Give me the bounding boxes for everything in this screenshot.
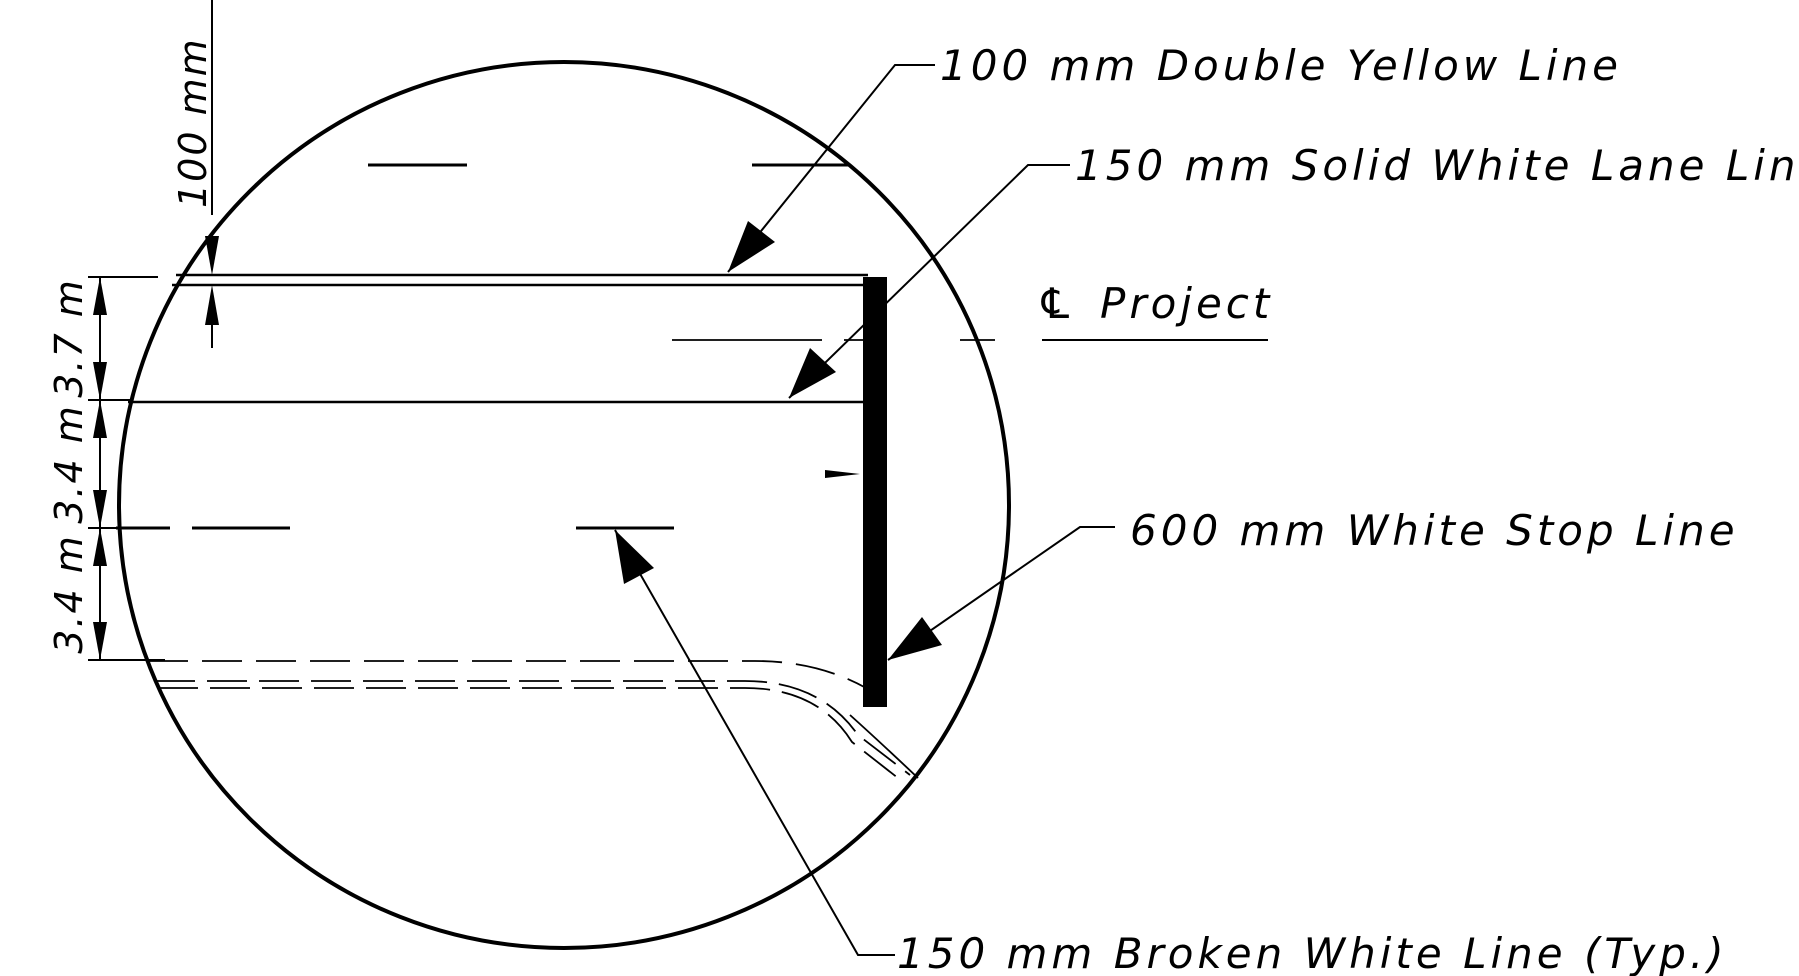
leader-solid-white bbox=[788, 164, 1070, 399]
direction-arrow bbox=[825, 470, 860, 478]
dim-arrow bbox=[93, 622, 107, 660]
dim-arrow bbox=[93, 362, 107, 400]
label-solid-white: 150 mm Solid White Lane Line bbox=[1075, 141, 1799, 190]
dim-arrow bbox=[93, 490, 107, 528]
dim-arrow bbox=[205, 285, 219, 325]
dim-arrow bbox=[93, 277, 107, 315]
detail-circle bbox=[117, 60, 1011, 950]
leader-arrowhead bbox=[615, 530, 654, 584]
dim-arrow bbox=[93, 400, 107, 438]
dim-label-lane-2: 3.4 m bbox=[47, 404, 91, 524]
leader-arrowhead bbox=[888, 617, 942, 660]
dim-label-lane-1: 3.7 m bbox=[47, 278, 91, 398]
label-stop-line: 600 mm White Stop Line bbox=[1130, 506, 1739, 555]
leader-arrowhead bbox=[789, 348, 836, 398]
leader-stop-line bbox=[887, 526, 1115, 661]
leader-double-yellow bbox=[727, 64, 935, 273]
dim-arrow bbox=[93, 528, 107, 566]
dim-label-lane-3: 3.4 m bbox=[47, 534, 91, 654]
leader-broken-white bbox=[614, 529, 895, 956]
curb-edge-line bbox=[155, 680, 911, 776]
dim-arrow bbox=[205, 236, 219, 275]
curb-edge-line bbox=[148, 660, 886, 701]
label-broken-white: 150 mm Broken White Line (Typ.) bbox=[897, 929, 1728, 976]
leader-arrowhead bbox=[728, 221, 775, 272]
curb-edge-line bbox=[849, 714, 919, 779]
dim-label-gap: 100 mm bbox=[171, 37, 215, 208]
centerline-symbol: ℄ bbox=[1041, 279, 1073, 328]
label-double-yellow: 100 mm Double Yellow Line bbox=[940, 41, 1622, 90]
white-stop-line bbox=[863, 277, 887, 707]
curb-edge-line bbox=[158, 687, 904, 783]
label-centerline: Project bbox=[1100, 279, 1273, 328]
